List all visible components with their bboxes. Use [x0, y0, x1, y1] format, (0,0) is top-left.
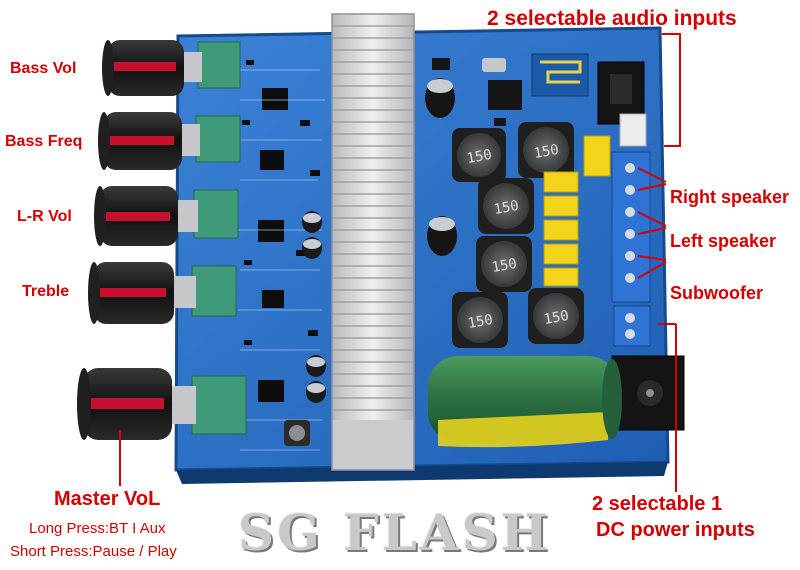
svg-text:150: 150	[533, 142, 561, 162]
label-master-long-press: Long Press:BT I Aux	[29, 520, 166, 537]
label-left-speaker: Left speaker	[670, 231, 777, 251]
label-treble: Treble	[22, 283, 70, 300]
inductor-4: 150	[476, 236, 532, 292]
label-bass-freq: Bass Freq	[5, 133, 83, 150]
watermark: SG FLASH	[238, 503, 552, 562]
label-bass-vol: Bass Vol	[10, 60, 77, 77]
pot-treble	[172, 265, 237, 317]
smd-components-left	[242, 60, 320, 402]
bluetooth-module	[531, 53, 589, 97]
large-capacitor	[428, 356, 622, 448]
lr-vol-knob-icon[interactable]	[94, 186, 178, 246]
dc-jack	[611, 355, 685, 431]
label-master-vol: Master VoL	[54, 488, 161, 510]
label-right-speaker: Right speaker	[670, 187, 790, 207]
label-subwoofer: Subwoofer	[670, 283, 763, 303]
small-capacitors-left	[284, 211, 326, 446]
label-lr-vol: L-R Vol	[17, 208, 72, 225]
svg-text:150: 150	[493, 198, 521, 218]
inductor-3: 150	[478, 178, 534, 234]
svg-text:150: 150	[491, 256, 519, 276]
inductor-5: 150	[452, 292, 508, 348]
aux-connector	[619, 113, 647, 147]
label-audio-inputs: 2 selectable audio inputs	[487, 7, 737, 30]
inductor-1: 150	[452, 128, 506, 182]
label-dc-inputs-line2: DC power inputs	[596, 519, 755, 541]
callout-lines	[119, 33, 681, 492]
medium-capacitors-right	[425, 78, 457, 256]
yellow-film-capacitors	[543, 135, 611, 287]
master-vol-knob-icon[interactable]	[77, 368, 172, 440]
inductor-2: 150	[518, 122, 574, 178]
label-dc-inputs-line1: 2 selectable 1	[592, 493, 723, 515]
traces-left	[238, 69, 325, 451]
pot-bass-freq	[176, 115, 241, 163]
bass-freq-knob-icon[interactable]	[98, 112, 182, 170]
chips-right	[432, 58, 522, 126]
bass-vol-knob-icon[interactable]	[102, 40, 184, 96]
speaker-terminals	[611, 151, 651, 347]
svg-text:150: 150	[543, 308, 571, 328]
pot-master-vol	[168, 375, 247, 435]
inductor-6: 150	[528, 288, 584, 344]
svg-text:150: 150	[467, 312, 495, 332]
treble-knob-icon[interactable]	[88, 262, 174, 324]
label-master-short-press: Short Press:Pause / Play	[10, 543, 177, 560]
heatsink	[331, 13, 415, 471]
svg-text:150: 150	[466, 147, 494, 167]
